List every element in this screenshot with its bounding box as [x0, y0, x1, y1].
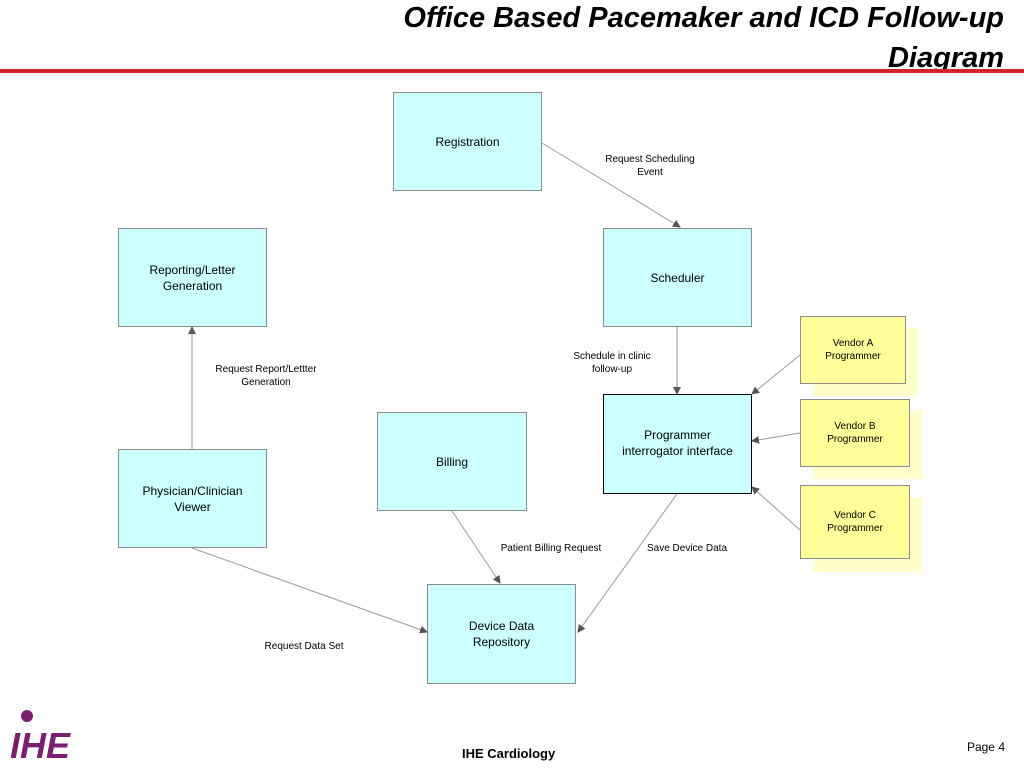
edge-label-request-data-set: Request Data Set — [250, 640, 358, 653]
svg-text:IHE: IHE — [10, 725, 71, 760]
billing-box: Billing — [377, 412, 527, 511]
physician-label-line-1: Physician/Clinician — [142, 484, 243, 498]
vendor-c-label-line-2: Programmer — [827, 523, 883, 534]
edge-billing-repository — [451, 510, 501, 584]
patient-billing-text: Patient Billing Request — [500, 543, 602, 554]
programmer-label-line-1: Programmer — [644, 428, 711, 442]
edge-programmer-repository — [577, 493, 678, 633]
edge-vendor-b-programmer — [751, 432, 801, 444]
repository-box: Device Data Repository — [427, 584, 576, 684]
save-device-text: Save Device Data — [646, 543, 728, 554]
vendor-a-label-line-2: Programmer — [825, 351, 881, 362]
edge-label-save-device: Save Device Data — [636, 542, 738, 555]
vendor-a-box: Vendor A Programmer — [800, 316, 906, 384]
edge-vendor-a-programmer — [751, 354, 801, 395]
title-line-1: Office Based Pacemaker and ICD Follow-up — [403, 2, 1004, 34]
page-title: Office Based Pacemaker and ICD Follow-up… — [403, 0, 1004, 78]
edge-label-patient-billing: Patient Billing Request — [490, 542, 612, 555]
repository-label-line-1: Device Data — [468, 619, 535, 633]
reporting-label-line-2: Generation — [162, 279, 223, 293]
request-report-line-1: Request Report/Lettter — [215, 364, 317, 375]
schedule-clinic-line-2: follow-up — [591, 364, 633, 375]
vendor-a-label-line-1: Vendor A — [832, 338, 874, 349]
scheduler-box: Scheduler — [603, 228, 752, 327]
vendor-c-label-line-1: Vendor C — [834, 510, 876, 521]
edge-label-request-report: Request Report/Lettter Generation — [200, 363, 332, 389]
registration-label: Registration — [435, 135, 500, 149]
request-data-set-text: Request Data Set — [264, 641, 344, 652]
edge-label-schedule-clinic: Schedule in clinic follow-up — [556, 350, 668, 376]
vendor-b-label-line-1: Vendor B — [834, 421, 876, 432]
programmer-label-line-2: interrogator interface — [622, 444, 733, 458]
programmer-box: Programmer interrogator interface — [603, 394, 752, 494]
physician-label-line-2: Viewer — [174, 500, 211, 514]
request-scheduling-line-1: Request Scheduling — [605, 154, 695, 165]
vendor-b-label-line-2: Programmer — [827, 434, 883, 445]
vendor-c-box: Vendor C Programmer — [800, 485, 910, 559]
reporting-box: Reporting/Letter Generation — [118, 228, 267, 327]
vendor-b-box: Vendor B Programmer — [800, 399, 910, 467]
edge-vendor-c-programmer — [751, 486, 801, 531]
request-report-line-2: Generation — [241, 377, 291, 388]
edge-physician-repository — [191, 547, 428, 634]
title-rule — [0, 69, 1024, 73]
billing-label: Billing — [435, 455, 468, 469]
repository-label-line-2: Repository — [472, 635, 531, 649]
reporting-label-line-1: Reporting/Letter — [149, 263, 236, 277]
edge-registration-scheduler — [541, 142, 681, 228]
scheduler-label: Scheduler — [650, 271, 705, 285]
page-number: Page 4 — [966, 740, 1005, 754]
physician-box: Physician/Clinician Viewer — [118, 449, 267, 548]
edge-label-request-scheduling: Request Scheduling Event — [590, 153, 710, 179]
registration-box: Registration — [393, 92, 542, 191]
ihe-logo-icon: IHE — [10, 710, 71, 760]
footer-org: IHE Cardiology — [462, 746, 556, 761]
schedule-clinic-line-1: Schedule in clinic — [573, 351, 651, 362]
title-line-2: Diagram — [887, 42, 1004, 74]
request-scheduling-line-2: Event — [637, 167, 663, 178]
